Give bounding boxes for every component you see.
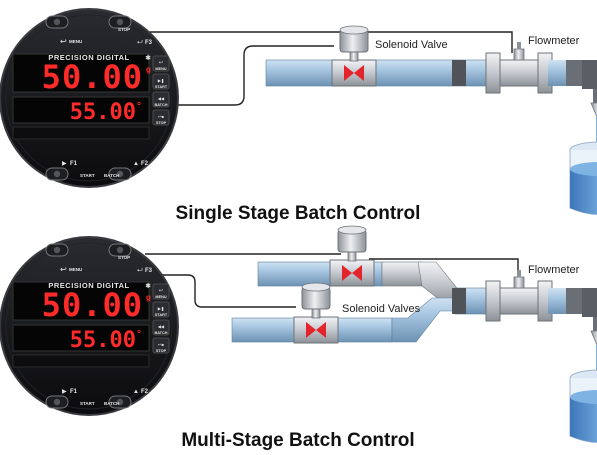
meter-2-brand: PRECISION DIGITAL xyxy=(48,281,129,290)
solenoid-valve-1-icon xyxy=(329,225,375,287)
settings-icon-2: ✱ xyxy=(145,282,151,290)
multi-stage-section xyxy=(0,225,597,443)
tank-2-icon xyxy=(547,287,597,443)
menu-return-icon: ↩ xyxy=(60,37,67,46)
secondary-display-value: 55.00 xyxy=(70,100,136,125)
f2-up-icon: ▲ xyxy=(133,161,139,167)
side-batch-icon-2: ◀◀ xyxy=(158,324,165,329)
side-stop-icon: ↵■ xyxy=(158,114,164,119)
meter-2-text: PRECISION DIGITAL ✱ 50.00 g 55.00 ° ↩ ME… xyxy=(42,255,168,406)
main-display-unit-2: g xyxy=(146,293,151,302)
side-start-label: START xyxy=(155,85,168,89)
batch-controller-meter xyxy=(0,8,179,188)
flowmeter-2-label: Flowmeter xyxy=(528,264,580,276)
stop-button-label: STOP xyxy=(118,27,130,32)
side-menu-label: MENU xyxy=(155,67,166,71)
main-display-unit: g xyxy=(146,65,151,74)
meter-1-text: PRECISION DIGITAL ✱ 50.00 g 55.00 ° ↩ ME… xyxy=(42,27,168,178)
stop-button-label-2: STOP xyxy=(118,255,130,260)
secondary-display-value-2: 55.00 xyxy=(70,328,136,353)
side-batch-label: BATCH xyxy=(154,103,167,107)
f2-label: F2 xyxy=(141,161,149,167)
menu-button-label: MENU xyxy=(69,39,82,44)
solenoid-valve-icon xyxy=(331,25,377,87)
flowmeter-label: Flowmeter xyxy=(528,35,580,47)
valve-control-wire xyxy=(154,45,334,106)
batch-controller-meter-2 xyxy=(0,236,179,416)
start-button-label-2: START xyxy=(80,401,95,406)
solenoid-valve-2-icon xyxy=(293,282,339,344)
secondary-display-unit-2: ° xyxy=(137,329,141,340)
solenoid-valve-label: Solenoid Valve xyxy=(375,39,448,51)
side-stop-label-2: STOP xyxy=(156,349,167,353)
side-play-icon: ▶❚ xyxy=(158,78,164,83)
secondary-display-unit: ° xyxy=(137,101,141,112)
menu-button-label-2: MENU xyxy=(69,267,82,272)
meter-brand: PRECISION DIGITAL xyxy=(48,53,129,62)
enter-icon-2: ⮠ xyxy=(137,267,143,274)
f1-play-icon-2: ▶ xyxy=(62,389,67,395)
start-button-label: START xyxy=(80,173,95,178)
pipe-coupling xyxy=(452,60,466,86)
f3-label: F3 xyxy=(145,40,153,46)
f2-label-2: F2 xyxy=(141,389,149,395)
f1-label-2: F1 xyxy=(70,389,78,395)
side-stop-icon-2: ↵■ xyxy=(158,342,164,347)
batch-button-label-2: BATCH xyxy=(104,401,119,406)
f2-up-icon-2: ▲ xyxy=(133,389,139,395)
single-stage-caption: Single Stage Batch Control xyxy=(176,203,421,224)
menu-return-icon-2: ↩ xyxy=(60,265,67,274)
settings-icon: ✱ xyxy=(145,54,151,62)
side-batch-icon: ◀◀ xyxy=(158,96,165,101)
side-menu-label-2: MENU xyxy=(155,295,166,299)
side-stop-label: STOP xyxy=(156,121,167,125)
side-menu-icon: ↩ xyxy=(159,60,163,66)
enter-icon: ⮠ xyxy=(137,39,143,46)
side-play-icon-2: ▶❚ xyxy=(158,306,164,311)
solenoid-valves-label: Solenoid Valves xyxy=(342,303,421,315)
side-start-label-2: START xyxy=(155,313,168,317)
side-batch-label-2: BATCH xyxy=(154,331,167,335)
tank-icon xyxy=(547,59,597,215)
side-menu-icon-2: ↩ xyxy=(159,288,163,294)
flowmeter-signal-wire xyxy=(145,31,513,53)
single-stage-section xyxy=(0,8,597,215)
batch-button-label: BATCH xyxy=(104,173,119,178)
valve-2-control-wire xyxy=(149,274,296,308)
main-display-value-2: 50.00 xyxy=(42,286,143,324)
f1-play-icon: ▶ xyxy=(62,161,67,167)
multi-stage-caption: Multi-Stage Batch Control xyxy=(181,430,414,451)
side-button-labels: MENU START BATCH STOP ↩ ▶❚ ◀◀ ↵■ xyxy=(154,60,167,125)
flowmeter-2-icon xyxy=(485,269,553,322)
main-display-value: 50.00 xyxy=(42,58,143,96)
f3-label-2: F3 xyxy=(145,268,153,274)
side-button-labels-2: MENU START BATCH STOP ↩ ▶❚ ◀◀ ↵■ xyxy=(154,288,167,353)
f1-label: F1 xyxy=(70,161,78,167)
flowmeter-icon xyxy=(485,41,553,94)
